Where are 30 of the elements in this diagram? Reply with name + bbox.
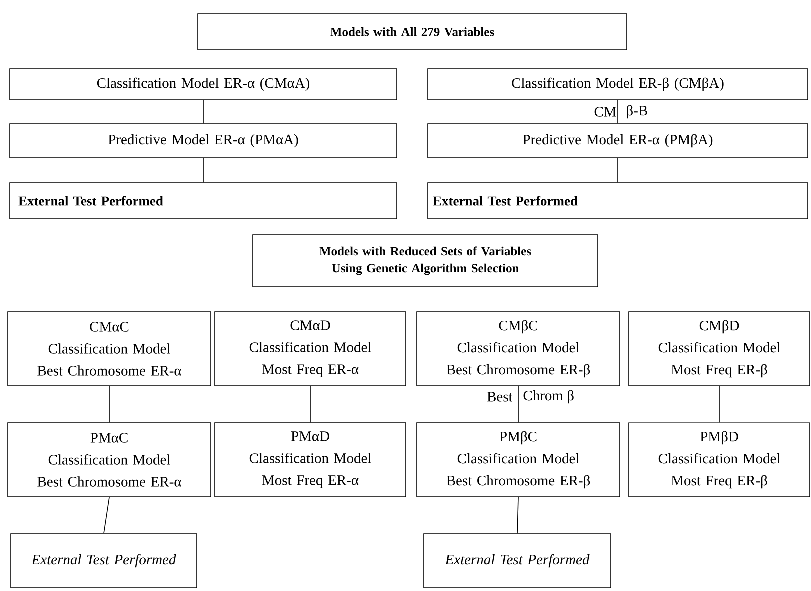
connector-line: [203, 158, 204, 183]
model-box: External Test Performed: [10, 182, 398, 220]
connector-line: [203, 100, 204, 124]
line-label: CM: [594, 107, 616, 117]
model-box: PMαD Classification Model Most Freq ER-α: [214, 422, 406, 498]
model-box: External Test Performed: [10, 534, 198, 588]
title-box: Models with Reduced Sets of Variables Using Genetic Algorithm Selection: [252, 234, 598, 288]
connector-line: [104, 496, 110, 534]
model-box: CMβD Classification Model Most Freq ER-β: [628, 312, 810, 386]
title-box: Models with All 279 Variables: [198, 14, 628, 50]
model-box: CMαD Classification Model Most Freq ER-α: [214, 312, 406, 386]
connector-line: [719, 386, 720, 423]
line-label: Best: [487, 392, 513, 402]
model-box: PMβC Classification Model Best Chromosome ER-β: [416, 422, 620, 498]
model-box: CMαC Classification Model Best Chromosome ER-α: [8, 312, 212, 386]
connector-line: [310, 386, 311, 423]
model-box: Predictive Model ER-α (PMαA): [10, 124, 398, 158]
connector-line: [518, 386, 519, 423]
model-box: Classification Model ER-α (CMαA): [10, 68, 398, 100]
line-label: Chrom β: [524, 390, 574, 404]
model-box: Predictive Model ER-α (PMβA): [428, 124, 808, 158]
model-box: CMβC Classification Model Best Chromosome ER-β: [416, 312, 620, 386]
model-box: External Test Performed: [424, 534, 612, 588]
line-label: β-B: [627, 105, 648, 119]
connector-line: [109, 386, 110, 423]
model-box: External Test Performed: [428, 182, 808, 220]
model-box: Classification Model ER-β (CMβA): [428, 68, 808, 100]
model-box: PMαC Classification Model Best Chromosome ER-α: [8, 422, 212, 498]
model-box: PMβD Classification Model Most Freq ER-β: [628, 422, 810, 498]
connector-line: [517, 496, 519, 534]
